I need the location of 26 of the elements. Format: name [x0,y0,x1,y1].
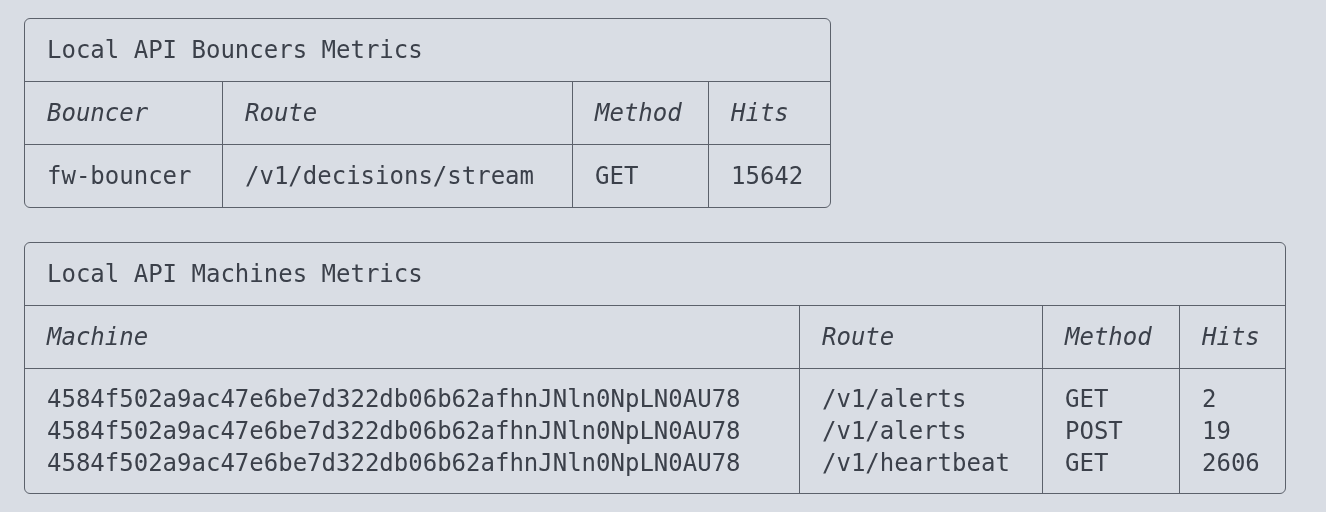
cell-text: GET [1065,385,1109,413]
column-header: Route [822,323,895,351]
cell-text: /v1/alerts [822,417,967,445]
table-title: Local API Machines Metrics [47,260,423,288]
column-header: Bouncer [47,99,149,127]
column-header: Hits [731,99,789,127]
cell-text: 2606 [1202,449,1260,477]
cell-text: 4584f502a9ac47e6be7d322db06b62afhnJNln0NpLN0AU78 [47,449,741,477]
cell-text: fw-bouncer [47,162,192,190]
cell-text: 15642 [731,162,804,190]
column-header: Hits [1202,323,1260,351]
cell-text: 2 [1202,385,1217,413]
cell-text: /v1/heartbeat [822,449,1010,477]
cell-text: GET [1065,449,1109,477]
cell-text: 19 [1202,417,1231,445]
cell-text: 4584f502a9ac47e6be7d322db06b62afhnJNln0NpLN0AU78 [47,417,741,445]
column-header: Method [1065,323,1152,351]
column-header: Machine [47,323,149,351]
column-header: Route [245,99,318,127]
table-title: Local API Bouncers Metrics [47,36,423,64]
cell-text: /v1/decisions/stream [245,162,534,190]
cell-text: /v1/alerts [822,385,967,413]
column-header: Method [595,99,682,127]
cell-text: POST [1065,417,1123,445]
cell-text: GET [595,162,639,190]
cell-text: 4584f502a9ac47e6be7d322db06b62afhnJNln0NpLN0AU78 [47,385,741,413]
